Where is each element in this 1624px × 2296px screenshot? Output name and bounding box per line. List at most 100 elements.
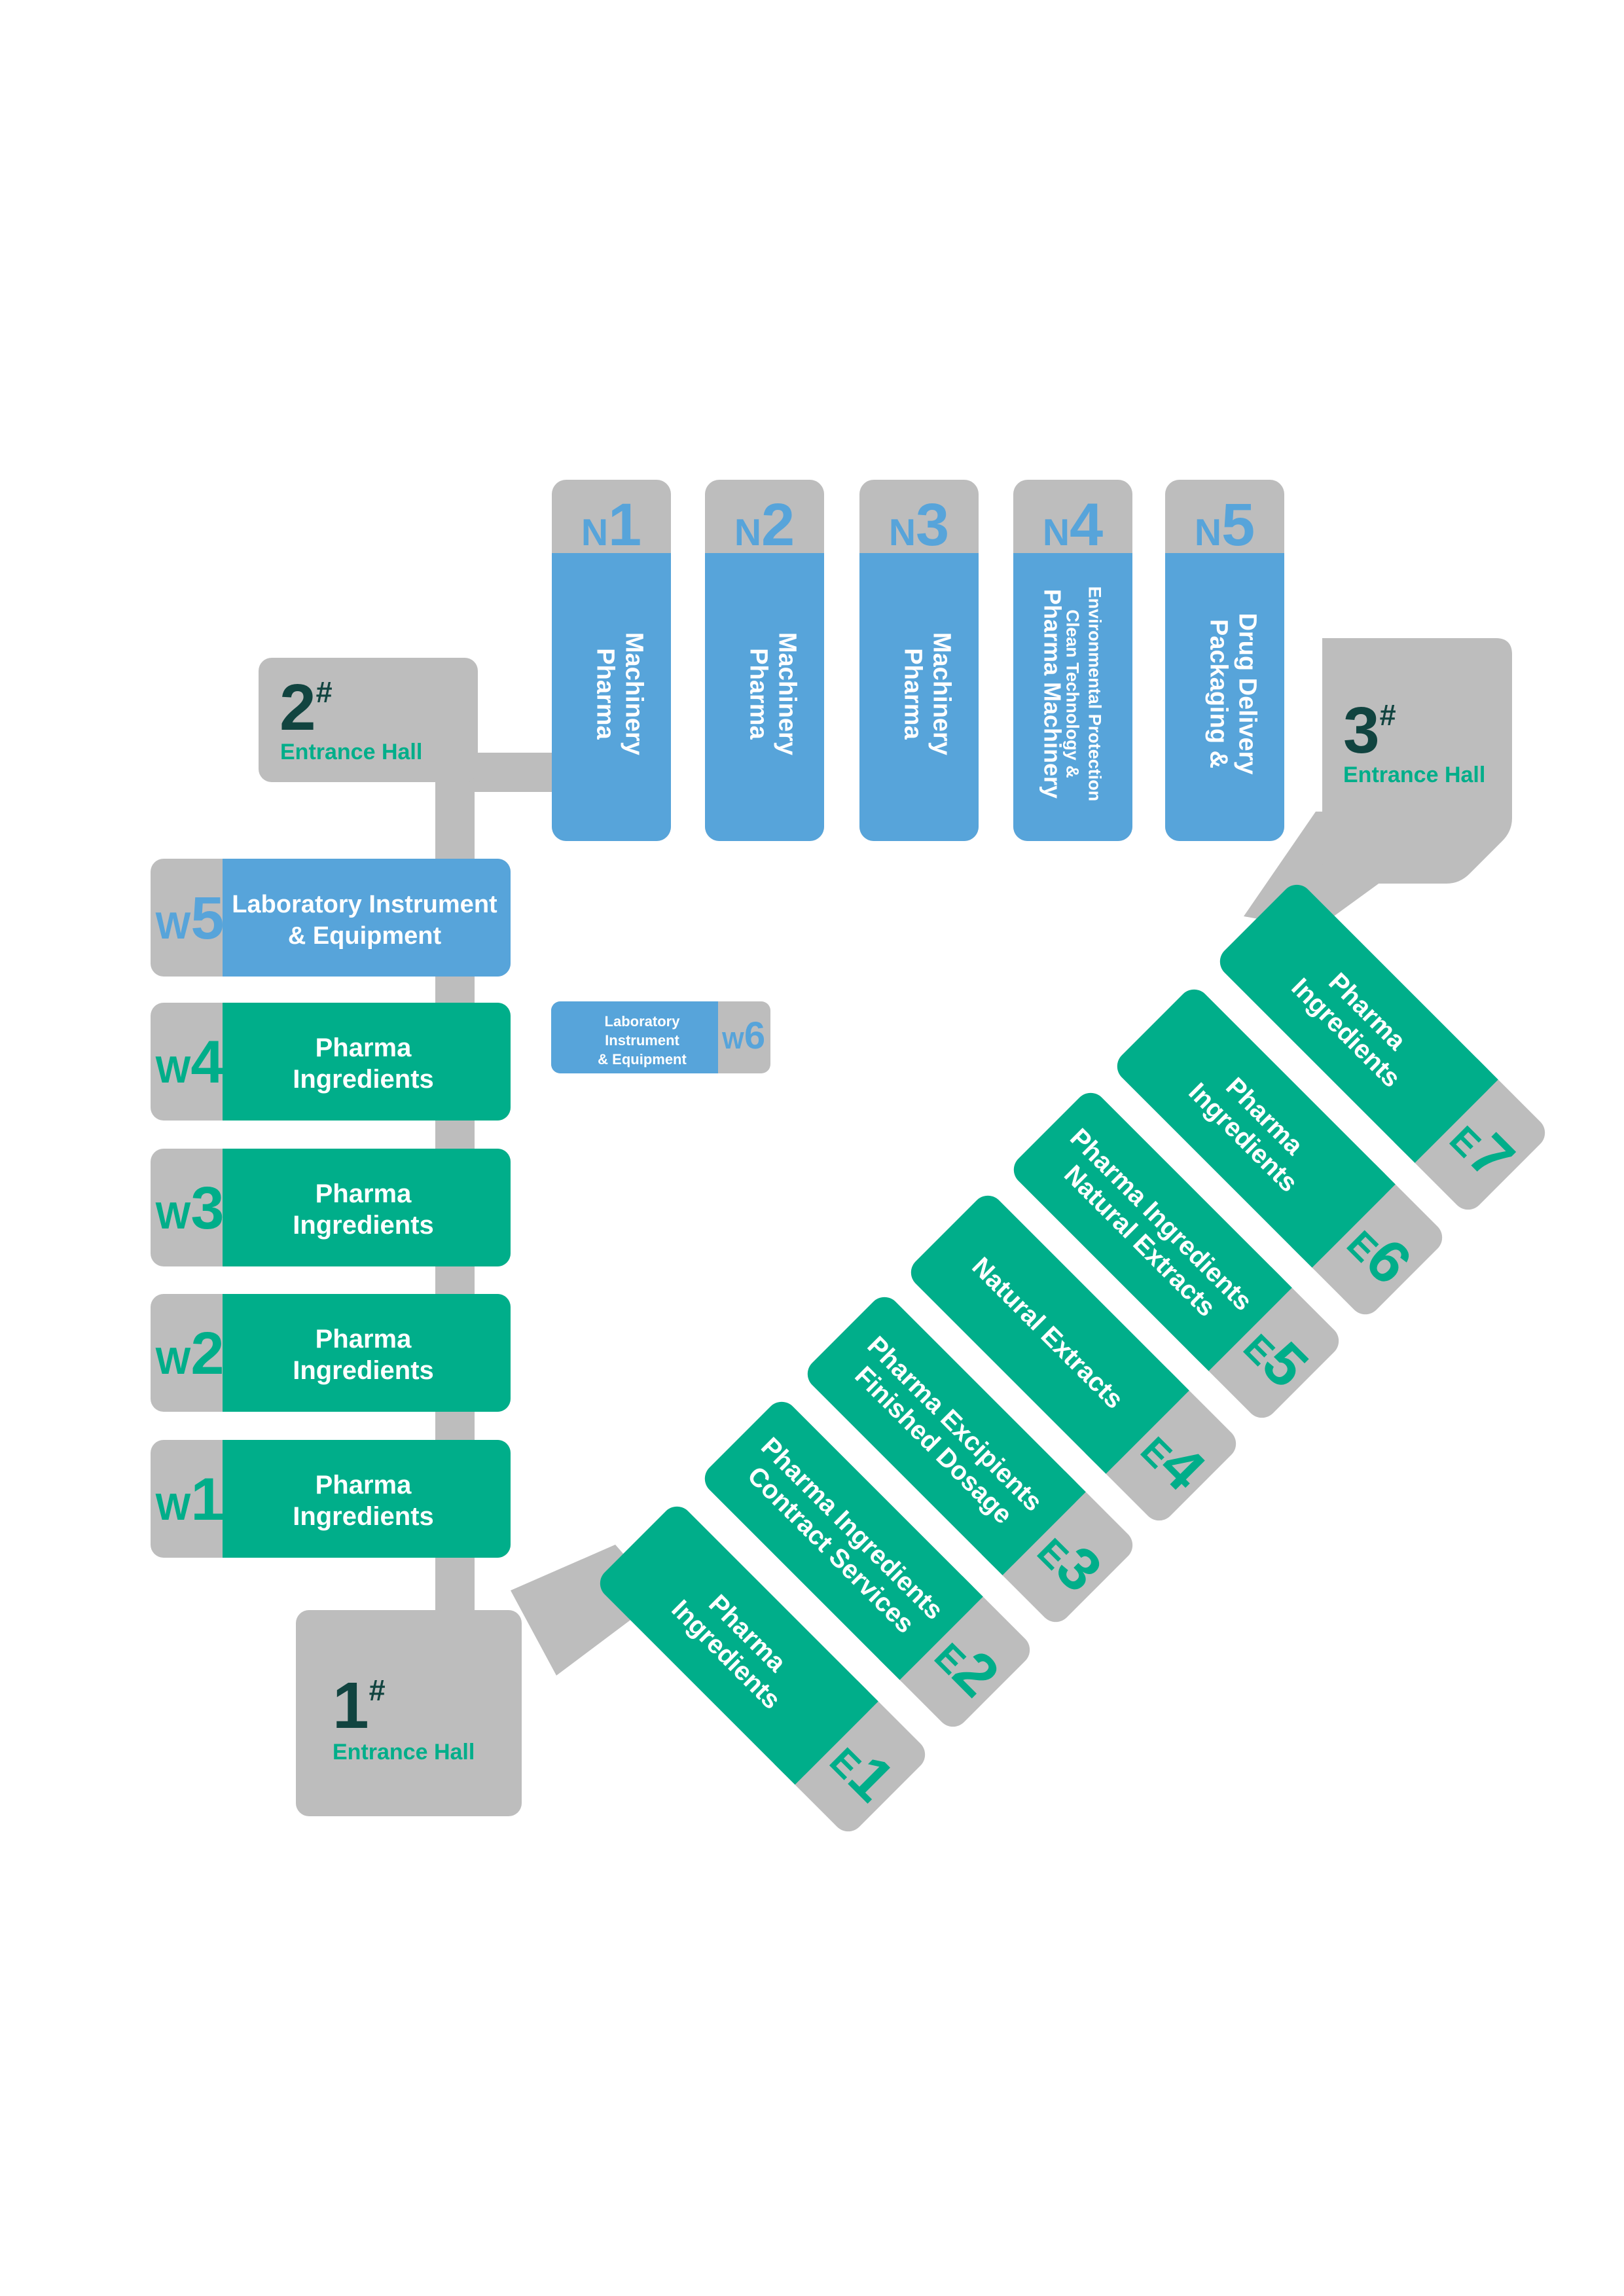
hall-w5-number-digit: 5 (190, 885, 224, 952)
hall-n1-body-top (552, 553, 671, 579)
hall-n4-line-2: Clean Technology & (1063, 609, 1083, 778)
hall-w6-number-letter: W (722, 1027, 744, 1054)
hall-n1-body (552, 553, 671, 841)
hall-n2-number: N2 (734, 492, 795, 558)
entrance-1-digit: 1 (333, 1669, 369, 1742)
hall-w5-number: W5 (155, 885, 224, 952)
entrance-2-digit: 2 (280, 671, 316, 744)
hall-n5-number-letter: N (1195, 512, 1221, 554)
entrance-1-mark: # (369, 1674, 386, 1707)
hall-w2-line-1: Pharma (316, 1325, 412, 1354)
hall-w1-number-digit: 1 (190, 1466, 224, 1533)
hall-n5-number: N5 (1195, 492, 1255, 558)
entrance-2-mark: # (316, 675, 333, 709)
hall-w6-number-digit: 6 (744, 1014, 765, 1057)
hall-w5-line-2: & Equipment (288, 922, 442, 950)
hall-w6-line-2: Instrument (605, 1032, 679, 1049)
hall-w6-line-1: Laboratory (605, 1013, 681, 1030)
hall-n4-body (1013, 553, 1132, 841)
hall-n2-number-letter: N (734, 512, 761, 554)
hall-w2-number-digit: 2 (190, 1320, 224, 1387)
entrance-3-mark: # (1380, 698, 1396, 732)
hall-w3-line-1: Pharma (316, 1179, 412, 1208)
hall-w3-number: W3 (155, 1175, 224, 1242)
hall-w1-number: W1 (155, 1466, 224, 1533)
hall-n5-body-top (1165, 553, 1284, 579)
hall-n1-number-digit: 1 (608, 492, 641, 558)
hall-e1-body (600, 1506, 872, 1778)
hall-w5-number-letter: W (155, 905, 190, 947)
hall-e6-body-end (1291, 1163, 1396, 1268)
hall-e3-body-end (981, 1471, 1086, 1575)
hall-w1-body-left (223, 1440, 249, 1558)
entrance-3-digit: 3 (1343, 694, 1380, 767)
hall-w1-line-1: Pharma (316, 1471, 412, 1499)
entrance-1-number: 1# (333, 1669, 386, 1742)
hall-w1-body (223, 1440, 511, 1558)
hall-w5-body (223, 859, 511, 977)
hall-n5-body (1165, 553, 1284, 841)
hall-e1-body-end (774, 1680, 878, 1785)
hall-e6-body (1117, 989, 1389, 1261)
hall-w4-body (223, 1003, 511, 1121)
hall-w6-body-right (700, 1001, 718, 1073)
entrance-2-label: 2#Entrance Hall (280, 671, 422, 764)
hall-w3-number-digit: 3 (190, 1175, 224, 1242)
hall-n5-text: Packaging &Drug Delivery (1205, 613, 1261, 774)
entrance-1-label: 1#Entrance Hall (333, 1669, 475, 1765)
hall-e4-body (911, 1195, 1183, 1467)
hall-e7-body (1219, 884, 1492, 1157)
hall-w2-line-2: Ingredients (293, 1356, 434, 1385)
hall-w3-line-2: Ingredients (293, 1211, 434, 1240)
hall-w2-number: W2 (155, 1320, 224, 1387)
hall-n4-number: N4 (1043, 492, 1103, 558)
hall-n5-line-2: Drug Delivery (1234, 613, 1261, 774)
entrance-3-label: 3# Entrance Hall (1343, 694, 1485, 787)
hall-w2-body-left (223, 1294, 249, 1412)
hall-n3-number-letter: N (889, 512, 916, 554)
hall-n2-body-top (705, 553, 824, 579)
hall-w4-number-digit: 4 (190, 1029, 224, 1096)
hall-e2-body-end (878, 1575, 983, 1680)
entrance-2-number: 2# (280, 671, 333, 744)
hall-n2-number-digit: 2 (761, 492, 795, 558)
hall-n1-line-2: Machinery (621, 632, 648, 755)
hall-n4-line-1: Pharma Machinery (1039, 589, 1066, 798)
hall-w2-number-letter: W (155, 1340, 190, 1382)
hall-w5-body-left (223, 859, 249, 977)
entrance-3-block (1322, 638, 1512, 884)
hall-n2-body (705, 553, 824, 841)
hall-n2-line-2: Machinery (774, 632, 801, 755)
hall-w2-body (223, 1294, 511, 1412)
hall-n3-number-digit: 3 (916, 492, 949, 558)
hall-n5-line-1: Packaging & (1205, 619, 1233, 768)
hall-w4-line-2: Ingredients (293, 1065, 434, 1094)
hall-w6-line-3: & Equipment (598, 1051, 687, 1067)
entrance-1-block (296, 1610, 522, 1816)
hall-n3-number: N3 (889, 492, 949, 558)
hall-n2-line-1: Pharma (745, 648, 772, 740)
hall-e4-body-end (1085, 1369, 1189, 1474)
hall-e7-body-end (1394, 1058, 1498, 1163)
entrance-3-text: Entrance Hall (1343, 762, 1485, 787)
